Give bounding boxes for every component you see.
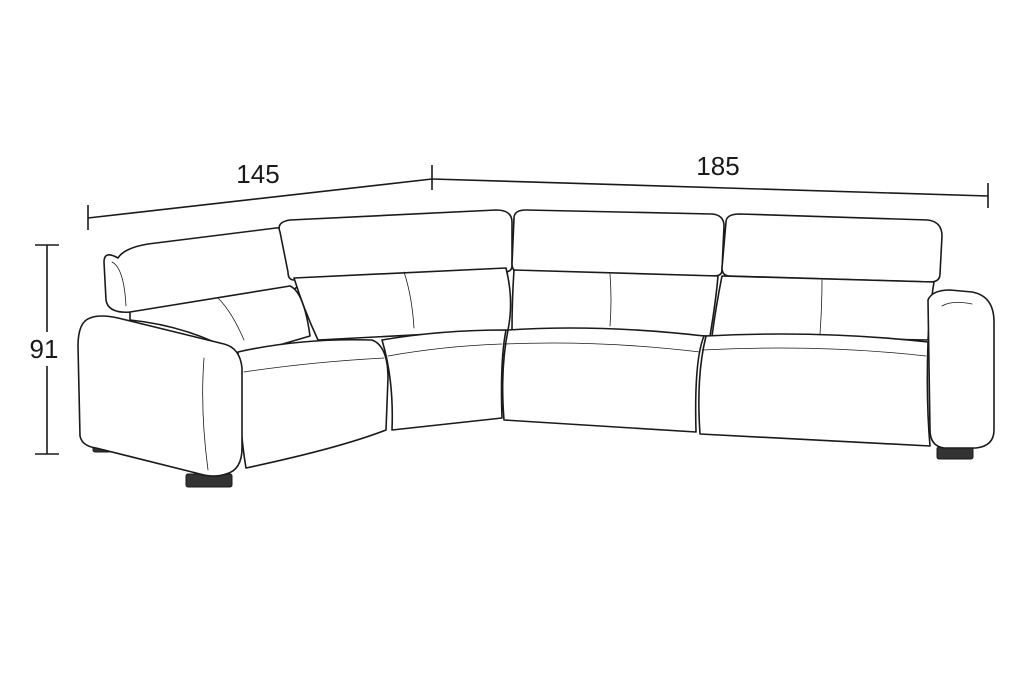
seat-right-seam <box>701 347 927 357</box>
left-width-label: 145 <box>236 159 279 189</box>
height-label-mask <box>26 332 68 366</box>
back-cushion-right <box>721 213 943 283</box>
dimension-left-width: 145 <box>87 159 433 230</box>
right-width-label: 185 <box>696 151 739 181</box>
seat-middle-seam <box>503 342 701 353</box>
back-cushion-left-seam <box>111 261 127 307</box>
right-armrest <box>927 289 995 449</box>
left-armrest <box>77 315 243 477</box>
dimension-right-width: 185 <box>431 151 989 208</box>
dimension-height: 91 <box>26 244 68 455</box>
left-armrest-seam <box>202 357 209 471</box>
height-label: 91 <box>30 334 59 364</box>
left-width-line <box>87 178 433 219</box>
seat-corner-seam <box>387 343 503 357</box>
seat-left-seam <box>243 357 385 373</box>
seat-cushion-middle <box>501 327 705 433</box>
lower-back-right <box>711 275 935 341</box>
right-width-line <box>431 178 989 197</box>
sofa-drawing <box>77 209 995 488</box>
lower-back-corner-seam <box>403 271 415 329</box>
lower-back-middle <box>511 269 719 337</box>
lower-back-left-seam <box>217 297 245 341</box>
lower-back-corner <box>293 267 512 341</box>
right-armrest-seam <box>941 302 973 307</box>
lower-back-right-seam <box>819 279 823 335</box>
seat-cushion-corner <box>381 329 507 431</box>
lower-back-middle-seam <box>609 273 612 327</box>
back-cushion-middle <box>511 209 725 277</box>
seat-cushion-right <box>698 333 931 447</box>
